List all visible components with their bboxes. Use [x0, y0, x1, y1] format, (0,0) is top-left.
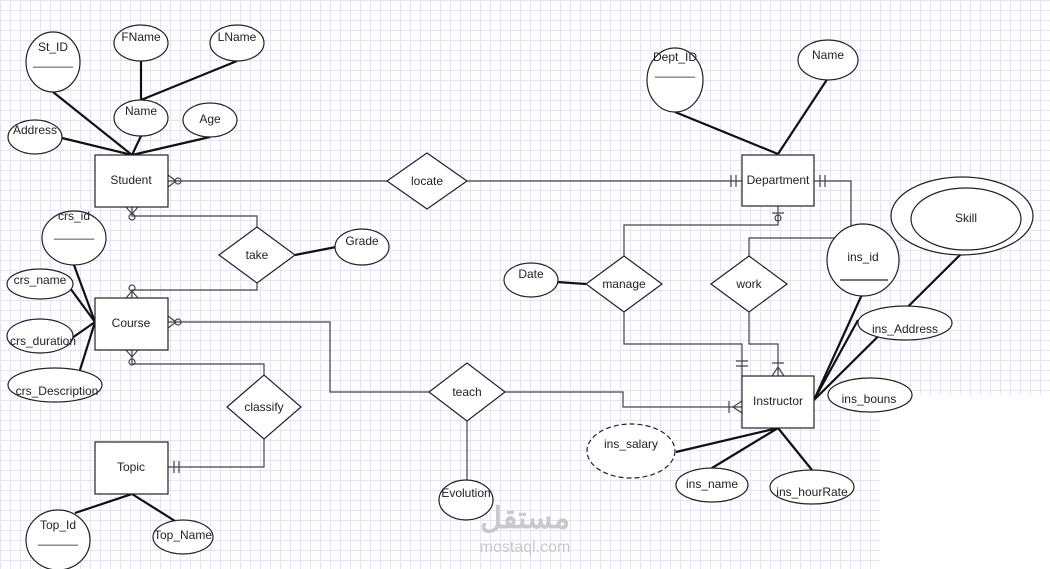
attribute-label: Date [518, 267, 544, 281]
attribute-label: Address [13, 123, 57, 137]
attribute-ins-hourrate[interactable]: ins_hourRate [769, 469, 855, 505]
attribute-dept-id[interactable]: Dept_ID______ [646, 47, 704, 113]
attribute-crs-description[interactable]: crs_Description [7, 367, 103, 403]
attribute-label: Grade [345, 234, 379, 248]
attribute-label: Top_Id [40, 518, 76, 532]
key-underline: ______ [654, 64, 695, 78]
key-underline: ______ [37, 532, 78, 546]
attribute-label: FName [121, 30, 161, 44]
attribute-label: ins_id [847, 250, 878, 264]
relationship-label: manage [602, 277, 646, 291]
attribute-ins-id[interactable]: ins_id [826, 223, 900, 297]
attribute-label: St_ID [38, 40, 68, 54]
attribute-label: Evolution [441, 486, 490, 500]
watermark: مستقل mostaql.com [480, 502, 571, 556]
relationship-teach[interactable]: teach [428, 362, 506, 422]
attribute-label: Name [812, 48, 844, 62]
attribute-label: Name [125, 104, 157, 118]
attribute-date[interactable]: Date [503, 262, 559, 298]
attribute-address[interactable]: Address [7, 119, 63, 155]
attribute-crs-duration[interactable]: crs_duration [6, 318, 76, 354]
entity-course[interactable]: Course [94, 297, 169, 351]
attribute-label: ins_hourRate [776, 485, 848, 499]
relationship-connectors [125, 174, 852, 480]
entity-department[interactable]: Department [741, 154, 815, 207]
relationship-label: work [735, 277, 762, 291]
attribute-label: ins_name [686, 477, 738, 491]
attribute-label: crs_Description [16, 384, 99, 398]
attribute-top-id[interactable]: Top_Id______ [25, 509, 91, 569]
attribute-age[interactable]: Age [182, 102, 238, 138]
attribute-ins-bouns[interactable]: ins_bouns [827, 377, 913, 413]
relationship-label: locate [411, 174, 443, 188]
relationship-locate[interactable]: locate [385, 152, 469, 210]
attribute-ins-salary-derived[interactable]: ins_salary [586, 423, 676, 479]
attribute-name[interactable]: Name [113, 99, 169, 137]
entity-instructor[interactable]: Instructor [741, 375, 815, 429]
attribute-label: Dept_ID [653, 50, 697, 64]
relationship-work[interactable]: work [709, 255, 789, 313]
attribute-label: Top_Name [154, 528, 212, 542]
attribute-dept-name[interactable]: Name [797, 39, 859, 81]
attribute-evolution[interactable]: Evolution [438, 479, 494, 521]
attribute-lname[interactable]: LName [209, 24, 265, 62]
entity-student[interactable]: Student [94, 154, 169, 208]
attribute-label: ins_Address [872, 322, 938, 336]
attribute-label: crs_name [14, 273, 67, 287]
entity-label: Course [112, 316, 151, 330]
blank-area [880, 395, 1050, 569]
attribute-st-id[interactable]: St_ID______ [25, 31, 81, 93]
attribute-label: ins_salary [604, 437, 658, 451]
attribute-label: LName [218, 30, 257, 44]
attribute-label: Skill [955, 211, 977, 225]
watermark-arabic: مستقل [480, 502, 570, 535]
entity-label: Topic [117, 460, 145, 474]
relationship-classify[interactable]: classify [226, 374, 302, 440]
attribute-label: ins_bouns [842, 392, 897, 406]
attribute-label: crs_duration [10, 334, 76, 348]
relationship-label: classify [244, 400, 283, 414]
attribute-grade[interactable]: Grade [334, 228, 390, 266]
attribute-crs-name[interactable]: crs_name [6, 268, 74, 300]
attribute-ins-address[interactable]: ins_Address [857, 305, 953, 341]
watermark-latin: mostaql.com [480, 539, 571, 556]
key-underline: ______ [32, 54, 73, 68]
attribute-label: Age [199, 112, 221, 126]
attribute-fname[interactable]: FName [113, 24, 169, 62]
entity-label: Student [110, 173, 152, 187]
attribute-ins-name[interactable]: ins_name [675, 467, 749, 503]
attribute-skill-multivalued[interactable]: Skill [890, 176, 1034, 256]
relationship-label: take [246, 248, 269, 262]
entity-label: Instructor [753, 394, 803, 408]
entity-topic[interactable]: Topic [94, 441, 169, 495]
relationship-manage[interactable]: manage [584, 255, 664, 313]
relationship-take[interactable]: take [217, 226, 297, 284]
attribute-label: crs_id [58, 209, 90, 223]
relationship-label: teach [452, 385, 481, 399]
key-underline: ______ [53, 226, 94, 240]
entity-label: Department [747, 173, 810, 187]
attribute-top-name[interactable]: Top_Name [152, 519, 214, 555]
attribute-crs-id[interactable]: crs_id ______ [41, 209, 107, 266]
